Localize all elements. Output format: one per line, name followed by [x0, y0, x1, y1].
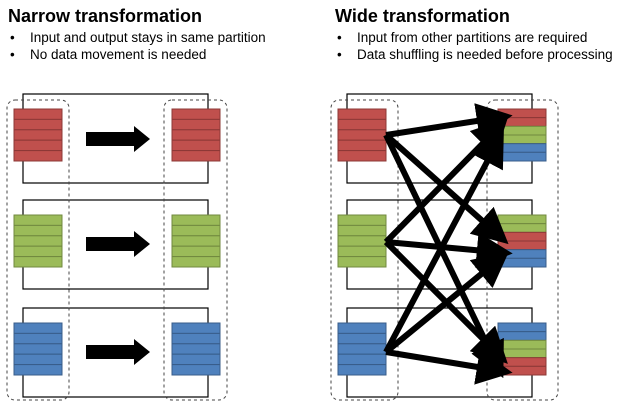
block-stripe [13, 353, 63, 366]
block-band-green [497, 125, 547, 136]
block-band-blue [497, 151, 547, 162]
wide-title: Wide transformation [335, 6, 510, 26]
block-stripe [13, 332, 63, 345]
block-stripe [337, 139, 387, 152]
block-stripe [171, 108, 221, 120]
block-band-red [497, 231, 547, 242]
block-stripe [171, 343, 221, 355]
block-stripe [337, 245, 387, 258]
block-stripe [171, 214, 221, 226]
block-stripe [13, 108, 63, 120]
wide-input-block-red [337, 108, 387, 162]
block-band-green [497, 214, 547, 225]
block-band-green [497, 223, 547, 233]
block-stripe [337, 322, 387, 334]
block-stripe [13, 224, 63, 237]
wide-output-block-3 [497, 322, 547, 376]
block-band-blue [497, 322, 547, 333]
wide-input-block-blue [337, 322, 387, 376]
block-stripe [337, 256, 387, 268]
block-band-red [497, 365, 547, 376]
narrow-output-block-red [171, 108, 221, 162]
block-stripe [337, 129, 387, 141]
narrow-output-block-green [171, 214, 221, 268]
block-band-blue [497, 331, 547, 341]
wide-bullet-1: Input from other partitions are required [335, 29, 625, 46]
block-stripe [13, 150, 63, 162]
shuffle-arrow-3-2 [384, 251, 510, 355]
block-band-green [497, 348, 547, 359]
block-stripe [13, 322, 63, 334]
block-stripe [337, 364, 387, 376]
block-stripe [13, 364, 63, 376]
narrow-input-block-green [13, 214, 63, 268]
narrow-output-block-blue [171, 322, 221, 376]
narrow-output-group [163, 99, 228, 401]
block-stripe [13, 235, 63, 247]
block-band-blue [497, 249, 547, 259]
wide-bullet-2: Data shuffling is needed before processi… [335, 46, 625, 63]
block-stripe [171, 150, 221, 162]
narrow-arrow-2 [86, 231, 150, 257]
block-stripe [171, 245, 221, 258]
narrow-bullet-2: No data movement is needed [8, 46, 266, 63]
block-stripe [171, 118, 221, 131]
narrow-input-block-red [13, 108, 63, 162]
block-stripe [171, 129, 221, 141]
narrow-arrow-1 [86, 126, 150, 152]
block-stripe [337, 214, 387, 226]
block-stripe [337, 118, 387, 131]
block-band-red [497, 117, 547, 127]
block-stripe [171, 322, 221, 334]
narrow-input-group [6, 99, 70, 401]
block-stripe [337, 150, 387, 162]
block-stripe [171, 235, 221, 247]
block-stripe [337, 343, 387, 355]
block-stripe [13, 129, 63, 141]
shuffle-arrow-3-3 [385, 349, 513, 385]
shuffle-arrow-3-1 [383, 130, 504, 354]
shuffle-arrow-1-1 [385, 103, 513, 139]
block-band-red [497, 357, 547, 367]
block-stripe [13, 139, 63, 152]
block-stripe [13, 343, 63, 355]
block-band-green [497, 339, 547, 350]
wide-output-group [486, 99, 559, 401]
wide-input-block-green [337, 214, 387, 268]
narrow-diagram [6, 93, 228, 401]
block-stripe [13, 214, 63, 226]
block-stripe [13, 256, 63, 268]
narrow-bullets: Input and output stays in same partition… [8, 29, 266, 63]
block-stripe [171, 353, 221, 366]
narrow-arrow-3 [86, 339, 150, 365]
block-stripe [337, 224, 387, 237]
block-stripe [337, 108, 387, 120]
block-stripe [337, 332, 387, 345]
block-stripe [171, 256, 221, 268]
block-stripe [13, 118, 63, 131]
wide-diagram [330, 93, 559, 401]
block-stripe [171, 332, 221, 345]
block-stripe [337, 353, 387, 366]
block-stripe [337, 235, 387, 247]
block-stripe [171, 224, 221, 237]
block-band-red [497, 108, 547, 119]
block-band-blue [497, 143, 547, 153]
narrow-bullet-1: Input and output stays in same partition [8, 29, 266, 46]
narrow-title: Narrow transformation [8, 6, 203, 26]
wide-output-block-2 [497, 214, 547, 268]
block-band-blue [497, 257, 547, 268]
narrow-input-block-blue [13, 322, 63, 376]
block-stripe [171, 139, 221, 152]
block-band-green [497, 134, 547, 145]
shuffle-arrow-2-3 [383, 239, 508, 364]
wide-output-block-1 [497, 108, 547, 162]
wide-bullets: Input from other partitions are required… [335, 29, 625, 63]
block-stripe [13, 245, 63, 258]
block-band-red [497, 240, 547, 251]
block-stripe [171, 364, 221, 376]
